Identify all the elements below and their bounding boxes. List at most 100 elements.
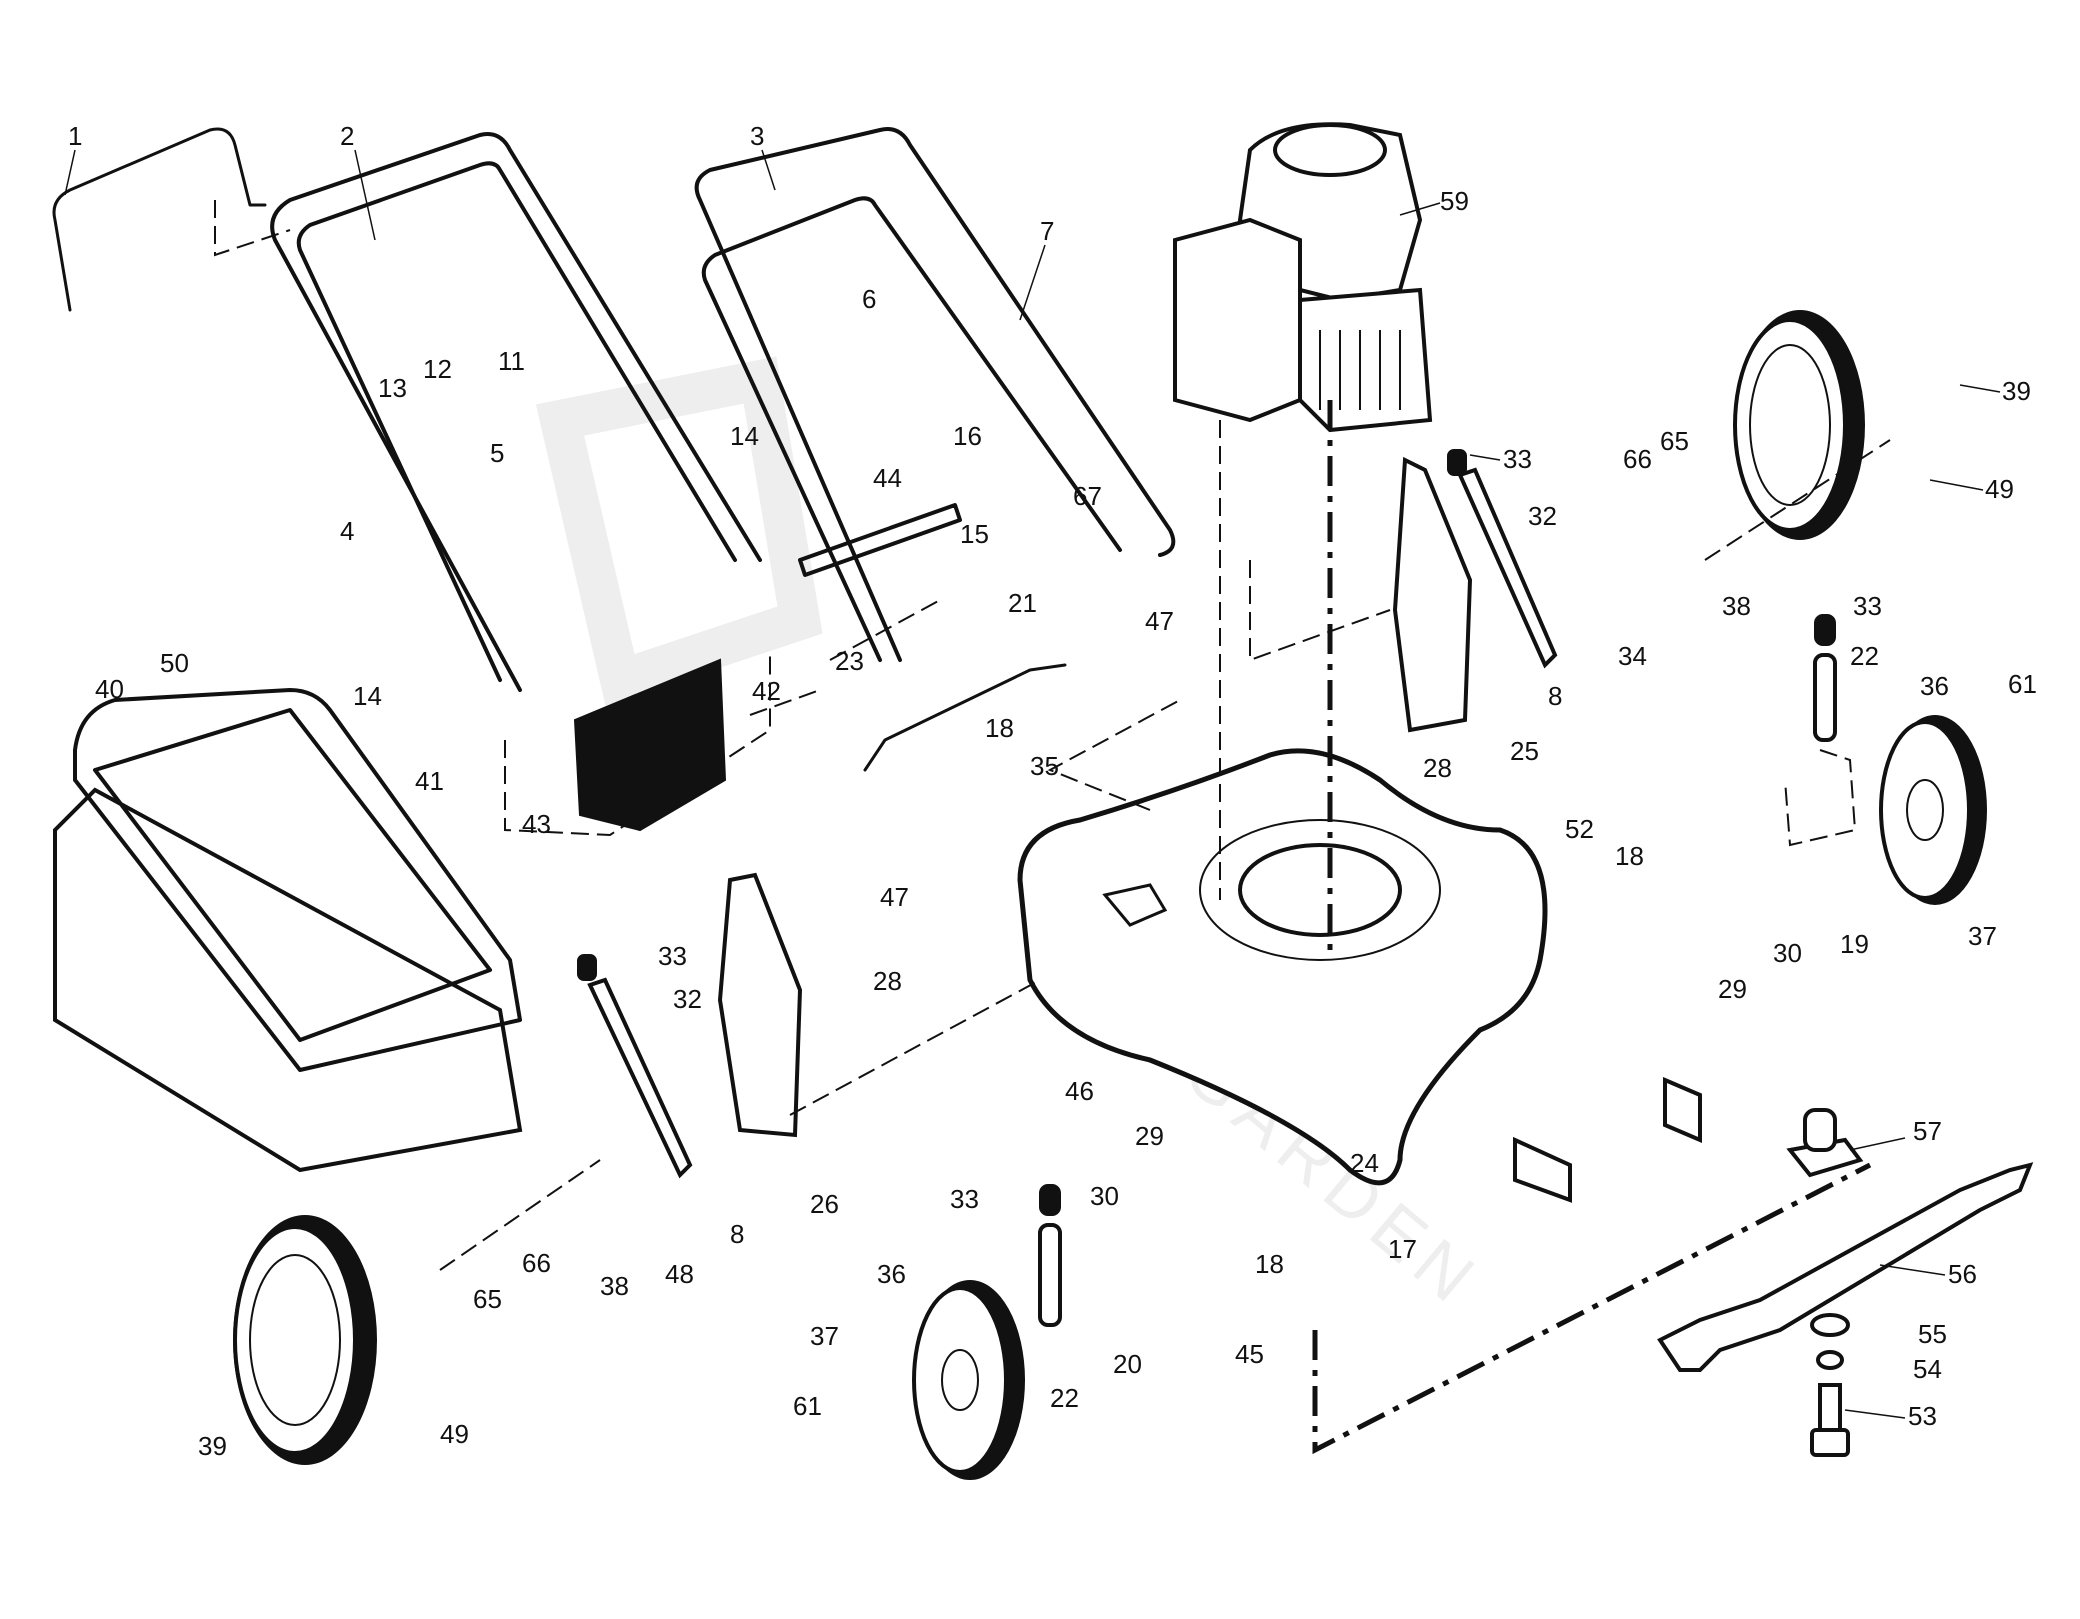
label-59[interactable]: 59 xyxy=(1440,186,1469,216)
lower-handle-part[interactable] xyxy=(694,127,1176,662)
label-32-b[interactable]: 32 xyxy=(673,984,702,1014)
label-33-c[interactable]: 33 xyxy=(658,941,687,971)
rod-part[interactable] xyxy=(863,663,1067,772)
label-18-b[interactable]: 18 xyxy=(985,713,1014,743)
label-38-a[interactable]: 38 xyxy=(1722,591,1751,621)
rear-wheel-right-part[interactable] xyxy=(1733,310,1865,540)
label-5[interactable]: 5 xyxy=(490,438,504,468)
height-lever-rear-part[interactable] xyxy=(1447,449,1558,669)
label-34[interactable]: 34 xyxy=(1618,641,1647,671)
label-50[interactable]: 50 xyxy=(160,648,189,678)
label-3[interactable]: 3 xyxy=(750,121,764,151)
label-47-b[interactable]: 47 xyxy=(880,882,909,912)
label-67[interactable]: 67 xyxy=(1073,481,1102,511)
label-52[interactable]: 52 xyxy=(1565,814,1594,844)
label-22-b[interactable]: 22 xyxy=(1050,1383,1079,1413)
label-2[interactable]: 2 xyxy=(340,121,354,151)
label-65-a[interactable]: 65 xyxy=(1660,426,1689,456)
label-41[interactable]: 41 xyxy=(415,766,444,796)
height-lever-22-left-part[interactable] xyxy=(1038,1184,1062,1327)
label-29-b[interactable]: 29 xyxy=(1135,1121,1164,1151)
label-61-a[interactable]: 61 xyxy=(2008,669,2037,699)
label-23[interactable]: 23 xyxy=(835,646,864,676)
label-61-b[interactable]: 61 xyxy=(793,1391,822,1421)
label-8-b[interactable]: 8 xyxy=(730,1219,744,1249)
label-14-a[interactable]: 14 xyxy=(730,421,759,451)
control-bar-part[interactable] xyxy=(52,127,267,312)
front-wheel-right-part[interactable] xyxy=(1879,715,1987,905)
label-25[interactable]: 25 xyxy=(1510,736,1539,766)
label-65-b[interactable]: 65 xyxy=(473,1284,502,1314)
label-7[interactable]: 7 xyxy=(1040,216,1054,246)
label-36-b[interactable]: 36 xyxy=(877,1259,906,1289)
label-21[interactable]: 21 xyxy=(1008,588,1037,618)
label-39-a[interactable]: 39 xyxy=(2002,376,2031,406)
mounting-bracket-part[interactable] xyxy=(1513,1076,1702,1203)
label-22-a[interactable]: 22 xyxy=(1850,641,1879,671)
grass-bag-part[interactable] xyxy=(53,688,523,1173)
label-43[interactable]: 43 xyxy=(522,809,551,839)
label-35[interactable]: 35 xyxy=(1030,751,1059,781)
blade-adapter-part[interactable] xyxy=(1786,1108,1864,1178)
rear-wheel-left-part[interactable] xyxy=(233,1215,377,1465)
height-adjust-plate-rear-part[interactable] xyxy=(1392,456,1473,733)
label-44[interactable]: 44 xyxy=(873,463,902,493)
label-28-b[interactable]: 28 xyxy=(873,966,902,996)
label-19[interactable]: 19 xyxy=(1840,929,1869,959)
label-8-a[interactable]: 8 xyxy=(1548,681,1562,711)
label-53[interactable]: 53 xyxy=(1908,1401,1937,1431)
label-32-a[interactable]: 32 xyxy=(1528,501,1557,531)
label-57[interactable]: 57 xyxy=(1913,1116,1942,1146)
label-29-a[interactable]: 29 xyxy=(1718,974,1747,1004)
label-30-a[interactable]: 30 xyxy=(1773,938,1802,968)
label-38-b[interactable]: 38 xyxy=(600,1271,629,1301)
label-37-a[interactable]: 37 xyxy=(1968,921,1997,951)
label-33-a[interactable]: 33 xyxy=(1503,444,1532,474)
upper-handle-part[interactable] xyxy=(270,132,762,692)
height-adjust-plate-front-part[interactable] xyxy=(717,872,803,1138)
label-36-a[interactable]: 36 xyxy=(1920,671,1949,701)
label-20[interactable]: 20 xyxy=(1113,1349,1142,1379)
label-47-a[interactable]: 47 xyxy=(1145,606,1174,636)
label-14-b[interactable]: 14 xyxy=(353,681,382,711)
label-11[interactable]: 11 xyxy=(498,346,525,376)
rear-axle-rod-part[interactable] xyxy=(798,503,962,577)
label-28-a[interactable]: 28 xyxy=(1423,753,1452,783)
label-49-b[interactable]: 49 xyxy=(440,1419,469,1449)
mower-deck-part[interactable] xyxy=(1017,748,1548,1186)
height-lever-22-right-part[interactable] xyxy=(1813,614,1837,742)
label-66-b[interactable]: 66 xyxy=(522,1248,551,1278)
label-42[interactable]: 42 xyxy=(752,676,781,706)
label-55[interactable]: 55 xyxy=(1918,1319,1947,1349)
label-18-a[interactable]: 18 xyxy=(1615,841,1644,871)
label-54[interactable]: 54 xyxy=(1913,1354,1942,1384)
blade-part[interactable] xyxy=(1657,1162,2034,1372)
front-wheel-left-part[interactable] xyxy=(912,1280,1025,1480)
label-26[interactable]: 26 xyxy=(810,1189,839,1219)
label-48[interactable]: 48 xyxy=(665,1259,694,1289)
label-66-a[interactable]: 66 xyxy=(1623,444,1652,474)
label-37-b[interactable]: 37 xyxy=(810,1321,839,1351)
label-12[interactable]: 12 xyxy=(423,354,452,384)
label-33-b[interactable]: 33 xyxy=(1853,591,1882,621)
engine-part[interactable] xyxy=(1173,122,1433,433)
label-6[interactable]: 6 xyxy=(862,284,876,314)
label-13[interactable]: 13 xyxy=(378,373,407,403)
label-40[interactable]: 40 xyxy=(95,674,124,704)
label-4[interactable]: 4 xyxy=(340,516,354,546)
label-1[interactable]: 1 xyxy=(68,121,82,151)
label-33-d[interactable]: 33 xyxy=(950,1184,979,1214)
label-17[interactable]: 17 xyxy=(1388,1234,1417,1264)
chute-door-part[interactable] xyxy=(504,650,771,837)
label-15[interactable]: 15 xyxy=(960,519,989,549)
label-56[interactable]: 56 xyxy=(1948,1259,1977,1289)
label-16[interactable]: 16 xyxy=(953,421,982,451)
label-45[interactable]: 45 xyxy=(1235,1339,1264,1369)
label-49-a[interactable]: 49 xyxy=(1985,474,2014,504)
label-39-b[interactable]: 39 xyxy=(198,1431,227,1461)
label-24[interactable]: 24 xyxy=(1350,1148,1379,1178)
label-46[interactable]: 46 xyxy=(1065,1076,1094,1106)
label-18-c[interactable]: 18 xyxy=(1255,1249,1284,1279)
blade-hardware-part[interactable] xyxy=(1810,1313,1850,1457)
height-lever-front-part[interactable] xyxy=(577,954,693,1179)
